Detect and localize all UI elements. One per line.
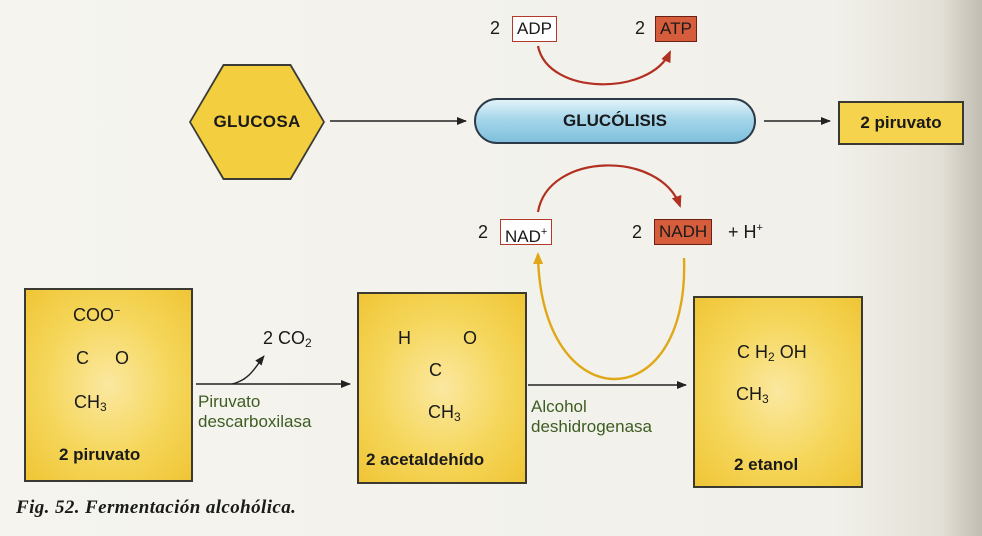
nadh-box: NADH (654, 219, 713, 245)
pyruvate-methyl: CH3 (74, 392, 107, 414)
co2-sub: 2 (305, 336, 312, 350)
ethanol-methyl: CH3 (736, 384, 769, 406)
pyruvate-oxygen: O (115, 348, 130, 368)
nad-charge: + (540, 226, 548, 238)
pyruvate-formula-top: COO− (73, 305, 120, 326)
ethanol-name: 2 etanol (734, 455, 799, 474)
glycolysis-label: GLUCÓLISIS (563, 111, 667, 130)
pyruvate-name: 2 piruvato (59, 445, 141, 464)
enzyme-pyruvate-decarboxylase: Piruvato descarboxilasa (198, 392, 311, 432)
ethanol-oh: OH (779, 342, 807, 362)
pyruvate-output-label: 2 piruvato (860, 113, 942, 132)
arrow-nad-to-nadh (536, 164, 682, 213)
ethanol-formula-top: C H2 OH (737, 342, 807, 364)
enzyme1-line2: descarboxilasa (198, 412, 312, 431)
pyruvate-charge: − (114, 305, 121, 317)
adp-box: ADP (512, 16, 557, 42)
co2-text: 2 CO (263, 328, 306, 348)
nad-label: NAD (505, 227, 541, 246)
glucose-label: GLUCOSA (213, 112, 301, 131)
proton-label: + H+ (728, 222, 763, 243)
enzyme1-line1: Piruvato (198, 392, 261, 411)
acetaldehyde-name: 2 acetaldehído (366, 450, 485, 469)
arrow-co2-release (231, 355, 265, 385)
nadh-coefficient: 2 (632, 222, 643, 242)
enzyme2-line1: Alcohol (531, 397, 587, 416)
enzyme2-line2: deshidrogenasa (531, 417, 652, 436)
pyruvate-output-box: 2 piruvato (838, 101, 964, 145)
nad-box: NAD+ (500, 219, 553, 246)
atp-coefficient: 2 (635, 18, 646, 38)
atp-box: ATP (655, 16, 697, 42)
co2-label: 2 CO2 (263, 328, 312, 350)
pyruvate-carbon: C (76, 348, 89, 368)
acetaldehyde-ch-sub: 3 (454, 410, 461, 424)
ethanol-box (693, 296, 863, 488)
adp-coefficient: 2 (490, 18, 501, 38)
pyruvate-ch: CH (74, 392, 100, 412)
acetaldehyde-ch: CH (428, 402, 454, 422)
enzyme-alcohol-dehydrogenase: Alcohol deshidrogenasa (531, 397, 652, 437)
arrow-adp-to-atp (536, 45, 672, 86)
ethanol-methyl-sub: 3 (762, 392, 769, 406)
ethanol-methyl-ch: CH (736, 384, 762, 404)
acetaldehyde-methyl: CH3 (428, 402, 461, 424)
page-edge-shadow (942, 0, 982, 536)
acetaldehyde-hydrogen: H (398, 328, 411, 348)
figure-caption: Fig. 52. Fermentación alcohólica. (16, 497, 297, 518)
pyruvate-ch-sub: 3 (100, 400, 107, 414)
acetaldehyde-box (357, 292, 527, 484)
acetaldehyde-carbon: C (429, 360, 442, 380)
pyruvate-coo: COO (73, 305, 115, 325)
proton-text: + H (728, 222, 757, 242)
proton-charge: + (756, 222, 763, 234)
glycolysis-pill: GLUCÓLISIS (474, 98, 756, 144)
arrow-nadh-to-nad (533, 252, 686, 381)
ethanol-ch: C H (737, 342, 768, 362)
acetaldehyde-oxygen: O (463, 328, 478, 348)
nad-coefficient: 2 (478, 222, 489, 242)
pyruvate-box (24, 288, 193, 482)
ethanol-ch-sub: 2 (768, 350, 775, 364)
